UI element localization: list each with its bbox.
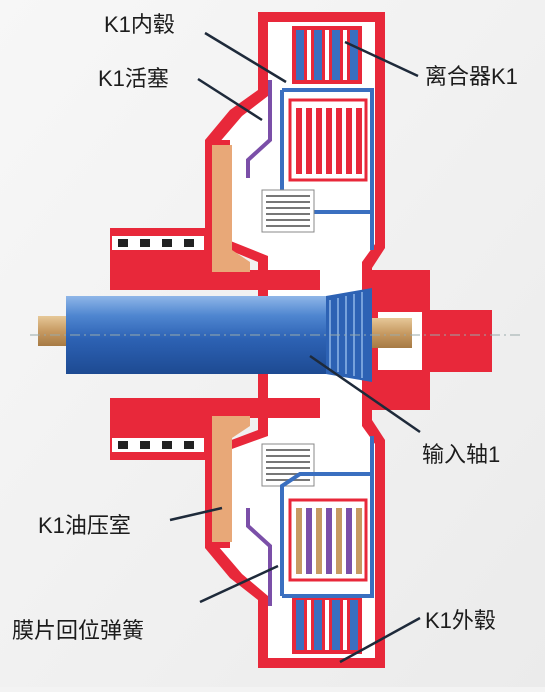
left-hub-top	[110, 140, 320, 290]
label-k1-inner-hub: K1内毂	[104, 12, 175, 37]
label-input-shaft-1: 输入轴1	[422, 442, 500, 467]
left-hub-bottom	[110, 398, 320, 548]
label-k1-oil-chamber: K1油压室	[38, 513, 131, 538]
label-k1-outer-hub: K1外毂	[425, 608, 496, 633]
label-k1-piston: K1活塞	[98, 66, 169, 91]
clutch-plates-upper	[288, 98, 368, 182]
clutch-pack-top	[292, 26, 362, 84]
return-spring-bottom	[261, 443, 315, 487]
purple-piston-line-top	[246, 80, 272, 178]
return-spring-top	[261, 189, 315, 233]
label-diaphragm-return-spring: 膜片回位弹簧	[12, 618, 144, 643]
purple-piston-line-bottom	[246, 508, 272, 606]
inner-hub-outline-bottom	[280, 436, 374, 598]
clutch-plates-lower	[288, 498, 368, 582]
label-clutch-k1: 离合器K1	[425, 64, 518, 89]
clutch-pack-bottom	[292, 596, 362, 654]
leader-lines	[169, 31, 421, 664]
